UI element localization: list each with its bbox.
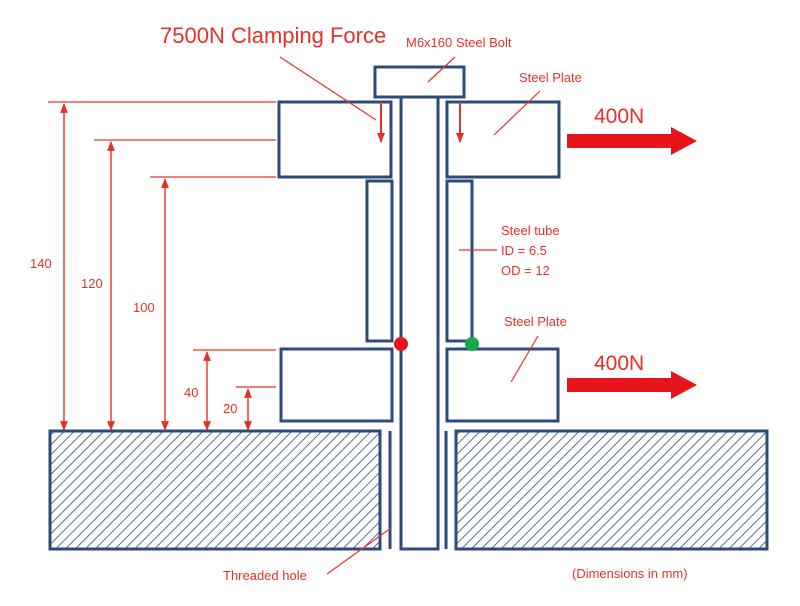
bolt-head bbox=[373, 65, 466, 99]
top-plate-right bbox=[445, 100, 561, 179]
bottom-plate-left bbox=[279, 347, 394, 423]
tube-wall-left bbox=[365, 179, 394, 343]
dim-label-40: 40 bbox=[184, 385, 198, 400]
bottom-force-label: 400N bbox=[594, 352, 644, 375]
contact-point-red bbox=[394, 337, 408, 351]
clamping-force-label: 7500N Clamping Force bbox=[160, 23, 386, 48]
tube-label-title: Steel tube bbox=[501, 223, 560, 238]
tube-label-id: ID = 6.5 bbox=[501, 243, 547, 258]
bolt-shank bbox=[399, 95, 440, 551]
dim-label-100: 100 bbox=[133, 300, 155, 315]
dim-label-20: 20 bbox=[223, 401, 237, 416]
top-plate-label: Steel Plate bbox=[519, 70, 582, 85]
top-plate-leader bbox=[493, 90, 541, 136]
bottom-plate-leader bbox=[510, 335, 539, 383]
bottom-plate-right bbox=[445, 347, 560, 423]
threaded-hole-label: Threaded hole bbox=[223, 568, 307, 583]
bottom-force-arrow bbox=[567, 371, 697, 399]
units-note: (Dimensions in mm) bbox=[572, 566, 688, 581]
bolt-label: M6x160 Steel Bolt bbox=[406, 35, 512, 50]
tube-label-od: OD = 12 bbox=[501, 263, 550, 278]
top-plate-left bbox=[277, 100, 393, 179]
dim-label-120: 120 bbox=[81, 276, 103, 291]
tube-wall-right bbox=[445, 179, 474, 343]
dim-label-140: 140 bbox=[30, 256, 52, 271]
threaded-hole-leader bbox=[326, 527, 392, 575]
bolt-leader bbox=[427, 56, 456, 83]
top-force-label: 400N bbox=[594, 105, 644, 128]
bottom-plate-label: Steel Plate bbox=[504, 314, 567, 329]
contact-point-green bbox=[465, 337, 479, 351]
clamping-force-leader bbox=[279, 56, 377, 121]
base-block-right bbox=[454, 429, 769, 551]
base-block-left bbox=[48, 429, 382, 551]
top-force-arrow bbox=[567, 127, 697, 155]
